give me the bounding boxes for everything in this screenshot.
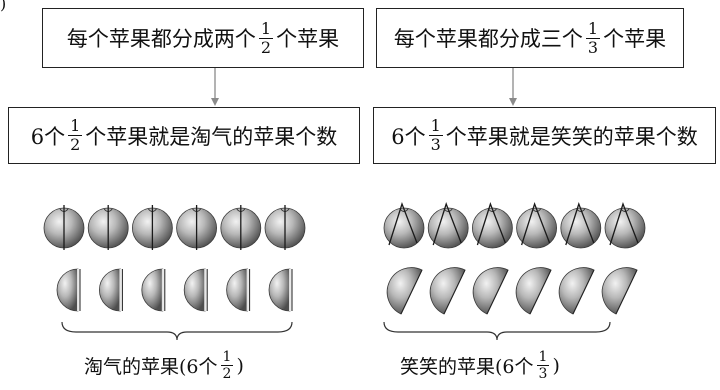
right-statement-suffix: 个苹果 [603, 27, 667, 51]
fraction-denominator: 3 [587, 37, 599, 57]
corner-mark: ) [0, 0, 7, 13]
right-result-fraction: 1 3 [428, 116, 443, 154]
whole-apple-icon [427, 202, 469, 249]
third-apple-icon [472, 267, 509, 315]
right-result-suffix: 个苹果就是笑笑的苹果个数 [445, 124, 698, 149]
right-statement-fraction: 1 3 [585, 18, 601, 57]
fraction-denominator: 3 [538, 366, 548, 382]
cut-line [565, 202, 595, 246]
left-statement-prefix: 每个苹果都分成两个 [66, 27, 256, 51]
right-brace [383, 321, 611, 341]
third-apple-icon [429, 267, 466, 315]
right-caption-prefix: 笑笑的苹果(6个 [400, 356, 534, 378]
left-statement-fraction: 1 2 [258, 18, 274, 57]
whole-apple-icon [560, 202, 602, 249]
whole-apple-icon [131, 205, 173, 250]
left-result-fraction: 1 2 [68, 116, 83, 154]
third-apple-icon [558, 267, 595, 315]
cut-line [388, 202, 418, 246]
whole-apple-icon [176, 205, 218, 250]
cut-line [609, 202, 639, 246]
right-statement-box: 每个苹果都分成三个 1 3 个苹果 [376, 8, 684, 68]
left-caption-suffix: ) [236, 354, 244, 377]
whole-apple-icon [87, 205, 129, 250]
left-down-arrow-icon [211, 68, 219, 106]
cut-line [520, 202, 551, 246]
right-caption: 笑笑的苹果(6个 1 3 ) [400, 350, 560, 381]
whole-apple-icon [264, 205, 306, 250]
whole-apple-icon [471, 202, 513, 249]
left-result-prefix: 6个 [30, 124, 66, 149]
whole-apple-icon [383, 202, 425, 249]
third-apple-icon [386, 267, 423, 315]
left-caption: 淘气的苹果(6个 1 2 ) [84, 350, 244, 381]
left-caption-fraction: 1 2 [220, 349, 234, 382]
right-caption-fraction: 1 3 [536, 349, 550, 382]
half-apple-icon [99, 268, 123, 312]
right-result-prefix: 6个 [391, 124, 426, 149]
third-apple-icon [601, 267, 638, 315]
fraction-denominator: 2 [222, 366, 232, 382]
right-down-arrow-icon [509, 68, 517, 106]
cut-line [476, 202, 507, 246]
left-brace [61, 321, 293, 341]
fraction-numerator: 1 [68, 116, 83, 136]
cut-line [432, 202, 462, 246]
whole-apple-icon [43, 205, 85, 250]
whole-apple-icon [220, 205, 262, 250]
half-apple-icon [141, 268, 166, 312]
fraction-numerator: 1 [220, 349, 234, 366]
left-caption-prefix: 淘气的苹果(6个 [84, 356, 218, 378]
left-statement-suffix: 个苹果 [276, 27, 340, 51]
half-apple-icon [183, 268, 208, 312]
half-apple-icon [226, 268, 251, 312]
left-result-box: 6个 1 2 个苹果就是淘气的苹果个数 [8, 107, 360, 164]
fraction-denominator: 2 [70, 135, 81, 154]
fraction-numerator: 1 [585, 18, 601, 39]
half-apple-icon [56, 268, 81, 312]
fraction-numerator: 1 [428, 116, 443, 136]
whole-apple-icon [604, 202, 646, 249]
right-result-box: 6个 1 3 个苹果就是笑笑的苹果个数 [373, 107, 716, 164]
third-apple-icon [515, 267, 552, 315]
right-statement-prefix: 每个苹果都分成三个 [393, 27, 583, 51]
fraction-numerator: 1 [536, 349, 550, 366]
fraction-denominator: 2 [260, 37, 272, 57]
left-statement-box: 每个苹果都分成两个 1 2 个苹果 [42, 8, 364, 68]
fraction-numerator: 1 [258, 18, 274, 39]
left-result-suffix: 个苹果就是淘气的苹果个数 [85, 124, 338, 149]
right-caption-suffix: ) [552, 354, 560, 377]
half-apple-icon [268, 268, 293, 312]
whole-apple-icon [516, 202, 557, 249]
fraction-denominator: 3 [430, 135, 441, 154]
